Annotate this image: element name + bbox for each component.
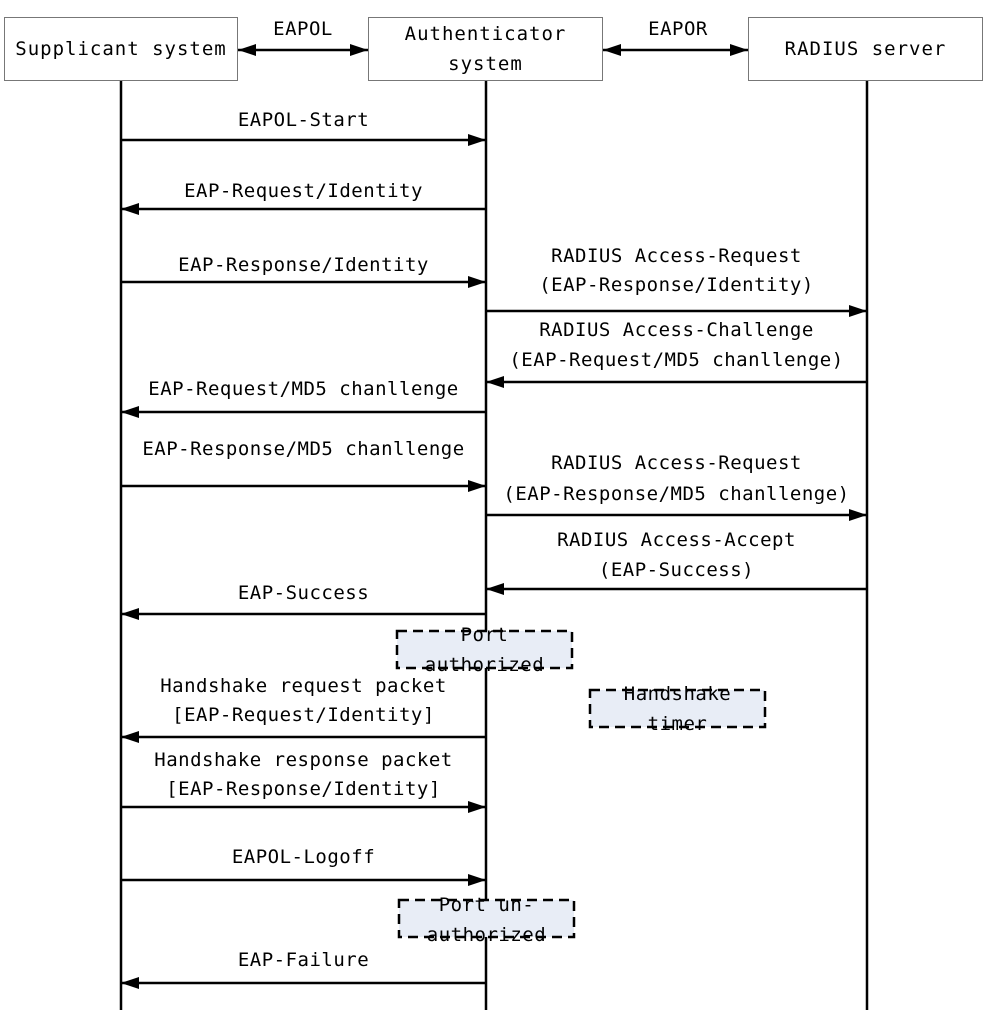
radius-access-accept-label-2: (EAP-Success) — [599, 559, 754, 581]
port-authorized-note — [395, 629, 574, 670]
port-unauthorized-note-label-2: authorized — [427, 924, 546, 946]
eapol-start-arrow-arrowhead — [468, 134, 486, 146]
authenticator-system-box: Authenticator system — [368, 17, 603, 81]
radius-access-request-identity-label-2: (EAP-Response/Identity) — [539, 274, 814, 296]
eapor-protocol-label: EAPOR — [648, 18, 708, 40]
eapor-protocol-arrow-arrowhead-start — [603, 44, 621, 56]
radius-access-request-md5-arrow-arrowhead — [849, 509, 867, 521]
eap-success-label: EAP-Success — [238, 582, 369, 604]
handshake-timer-note — [588, 688, 767, 729]
handshake-timer-note-label-2: timer — [648, 713, 708, 735]
eap-failure-label: EAP-Failure — [238, 949, 369, 971]
handshake-request-label-2: [EAP-Request/Identity] — [172, 704, 435, 726]
eapol-protocol-label: EAPOL — [273, 18, 333, 40]
eapol-logoff-arrow-arrowhead — [468, 874, 486, 886]
eap-success-arrow-arrowhead — [121, 608, 139, 620]
eapol-start-label: EAPOL-Start — [238, 109, 369, 131]
eap-response-identity-arrow-arrowhead — [468, 276, 486, 288]
radius-access-request-identity-label-1: RADIUS Access-Request — [551, 245, 802, 267]
radius-access-request-identity-arrow-arrowhead — [849, 305, 867, 317]
radius-access-challenge-label-2: (EAP-Request/MD5 chanllenge) — [509, 349, 843, 371]
radius-access-challenge-arrow-arrowhead — [486, 376, 504, 388]
eap-failure-arrow-arrowhead — [121, 977, 139, 989]
eap-request-identity-arrow-arrowhead — [121, 203, 139, 215]
handshake-request-label-1: Handshake request packet — [160, 675, 447, 697]
port-unauthorized-note-label-1: Port un- — [439, 894, 535, 916]
port-authorized-note-label-1: Port — [461, 624, 509, 646]
radius-access-accept-arrow-arrowhead — [486, 583, 504, 595]
radius-access-request-md5-label-2: (EAP-Response/MD5 chanllenge) — [503, 483, 849, 505]
eap-response-identity-label: EAP-Response/Identity — [178, 254, 429, 276]
handshake-response-label-2: [EAP-Response/Identity] — [166, 778, 441, 800]
handshake-timer-note-label-1: Handshake — [624, 683, 731, 705]
radius-server-box: RADIUS server — [748, 17, 983, 81]
eapor-protocol-arrow-arrowhead — [730, 44, 748, 56]
eap-request-md5-label: EAP-Request/MD5 chanllenge — [148, 378, 458, 400]
eap-response-md5-arrow-arrowhead — [468, 480, 486, 492]
supplicant-system-box: Supplicant system — [4, 17, 238, 81]
eap-request-md5-arrow-arrowhead — [121, 406, 139, 418]
radius-access-challenge-label-1: RADIUS Access-Challenge — [539, 319, 814, 341]
handshake-request-arrow-arrowhead — [121, 731, 139, 743]
radius-access-accept-label-1: RADIUS Access-Accept — [557, 529, 796, 551]
eapol-logoff-label: EAPOL-Logoff — [232, 846, 375, 868]
eapol-protocol-arrow-arrowhead — [350, 44, 368, 56]
port-unauthorized-note — [397, 898, 576, 939]
port-authorized-note-label-2: authorized — [425, 654, 544, 676]
handshake-response-arrow-arrowhead — [468, 801, 486, 813]
eap-request-identity-label: EAP-Request/Identity — [184, 180, 423, 202]
eapol-protocol-arrow-arrowhead-start — [238, 44, 256, 56]
radius-access-request-md5-label-1: RADIUS Access-Request — [551, 452, 802, 474]
eap-response-md5-label: EAP-Response/MD5 chanllenge — [142, 438, 464, 460]
handshake-response-label-1: Handshake response packet — [154, 749, 452, 771]
